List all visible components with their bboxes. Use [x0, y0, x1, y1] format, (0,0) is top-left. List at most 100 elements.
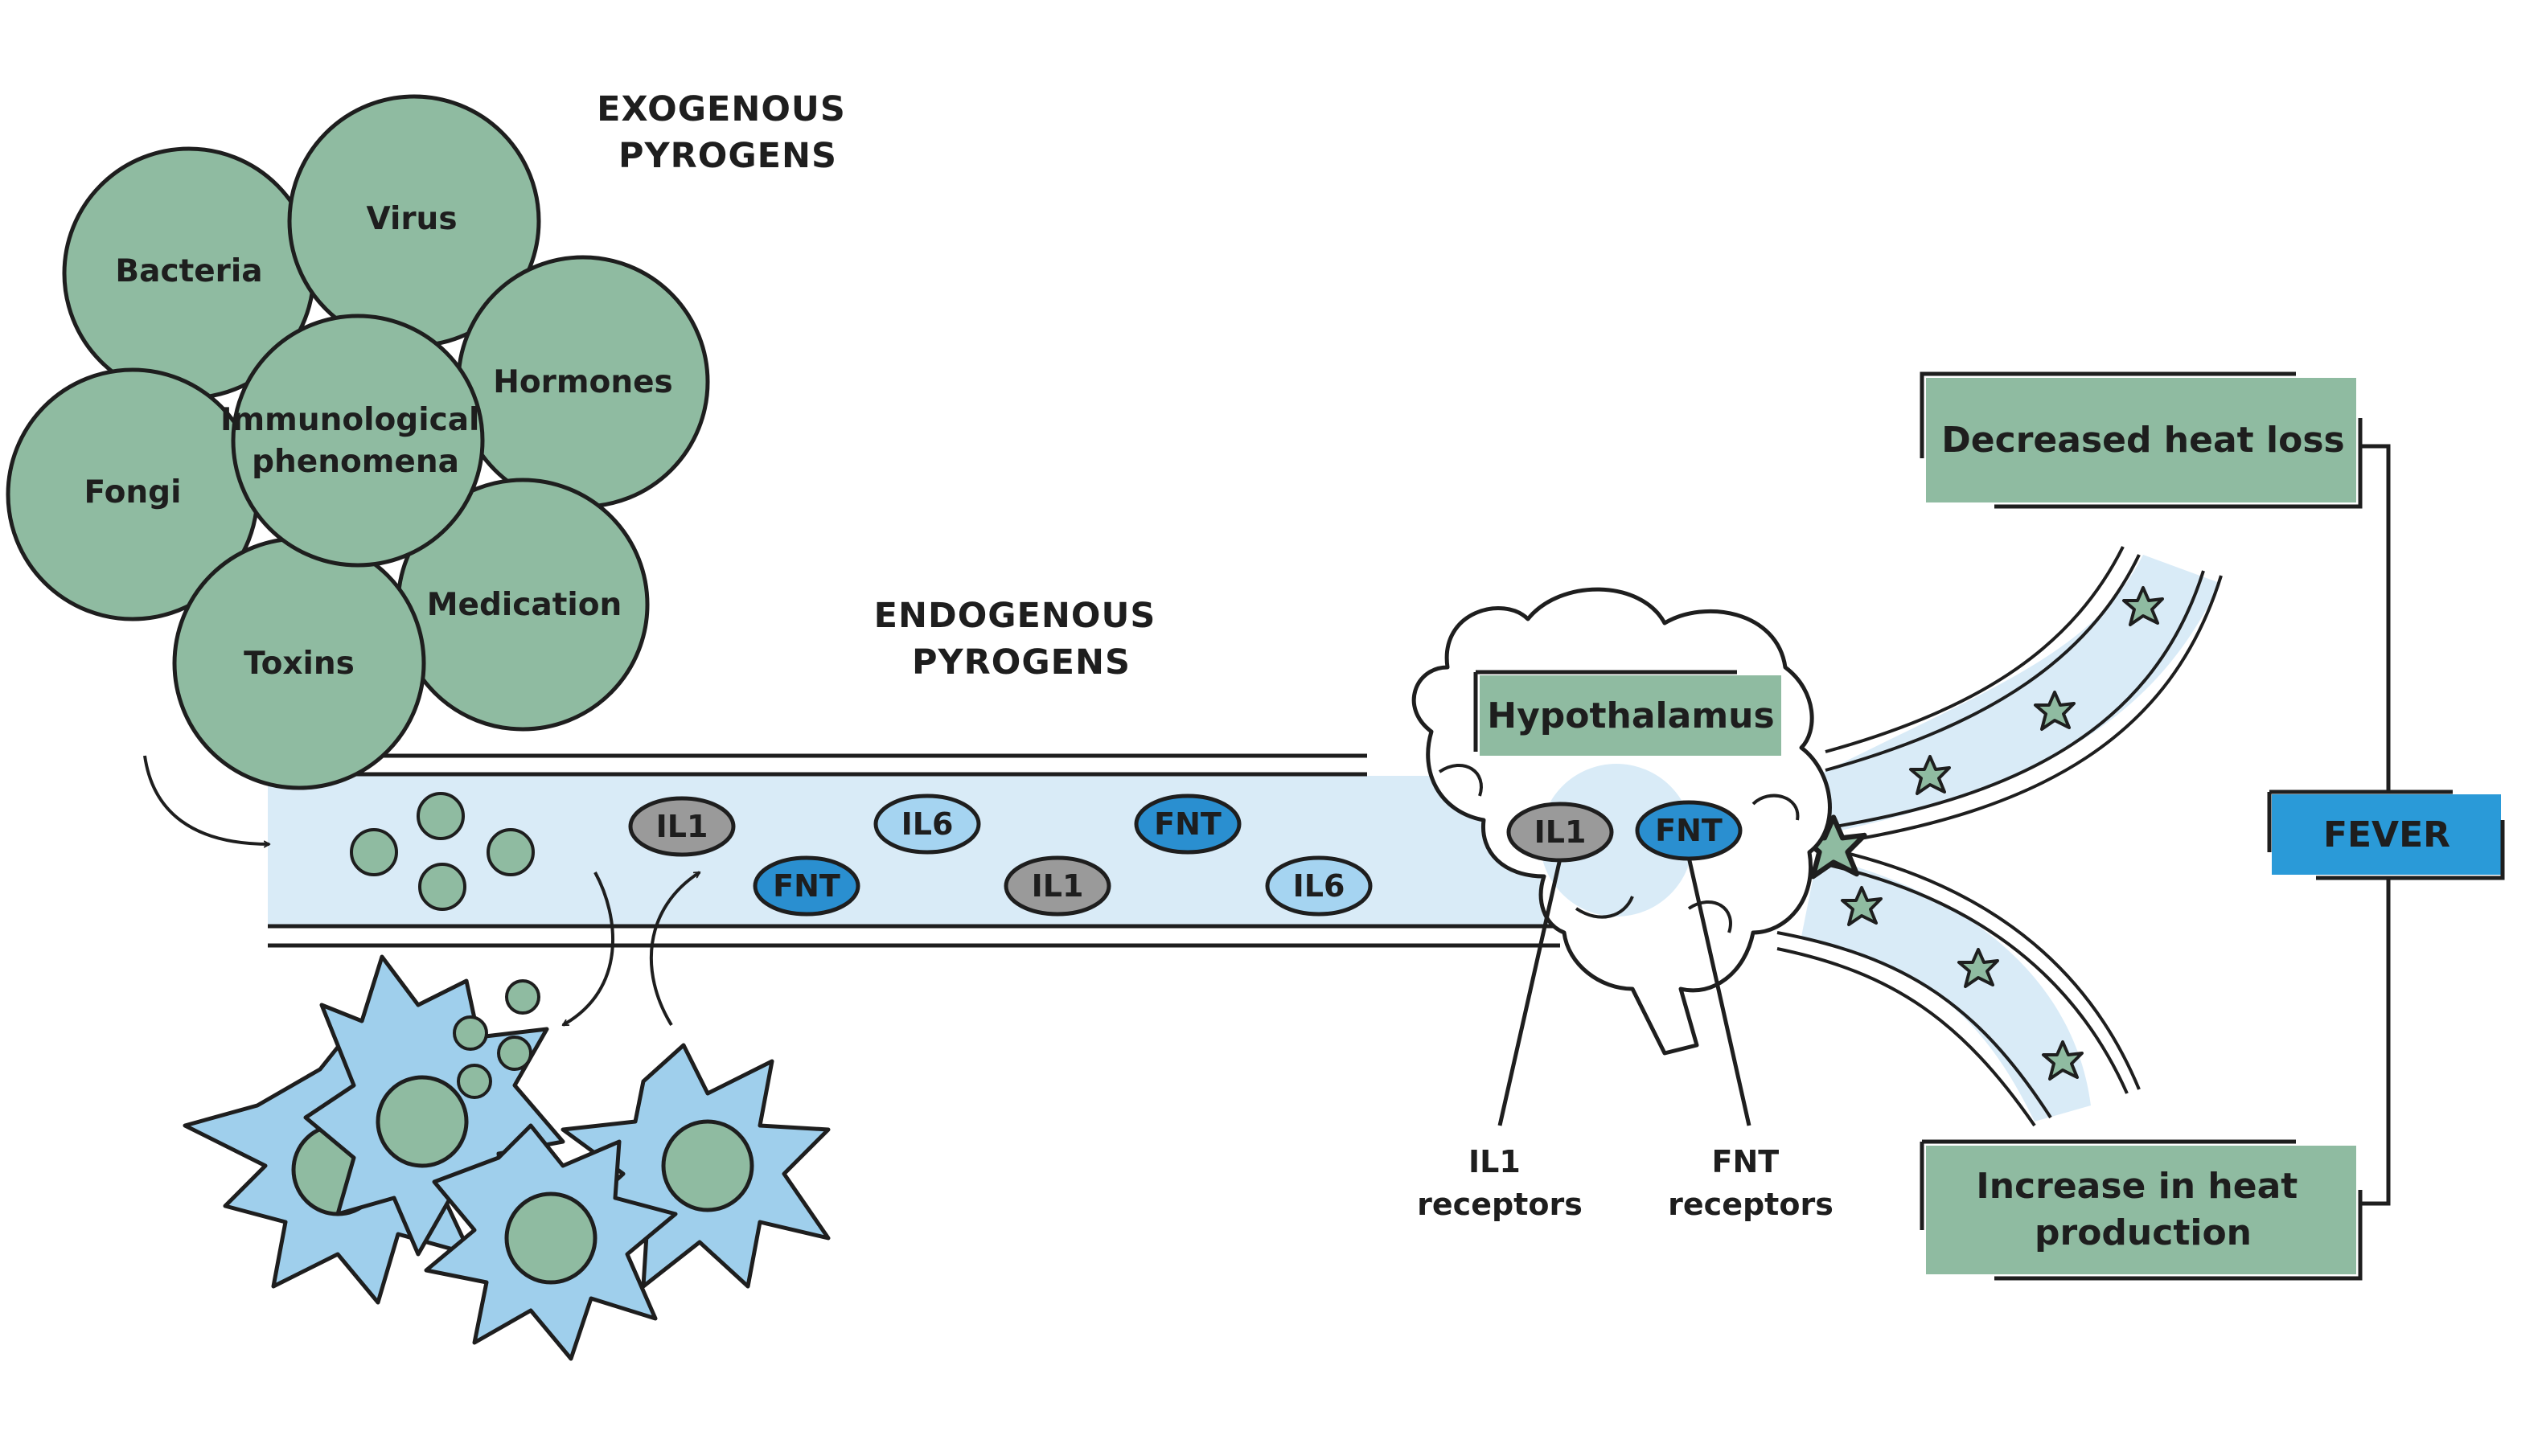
effect-box	[1926, 1146, 2356, 1274]
il1-receptors-label: IL1 receptors	[1417, 1144, 1583, 1222]
immunological-label: Immunological phenomena	[220, 402, 491, 480]
hypothalamus-label-box: Hypothalamus	[1473, 670, 1781, 756]
entry-arrow	[143, 755, 271, 848]
receptor-il1: IL1	[1506, 802, 1614, 863]
fever-connector-bottom	[2360, 878, 2391, 1206]
endogenous-pyrogens-heading: ENDOGENOUS PYROGENS	[874, 596, 1169, 683]
signal-star	[2122, 586, 2164, 626]
particle	[457, 1064, 492, 1099]
cell-nucleus	[504, 1191, 597, 1285]
effect-box-edge	[1994, 1190, 2363, 1281]
released-particles	[453, 979, 540, 1099]
upper-vessel-wall-outer	[1825, 546, 2125, 753]
cytokine-il6-b: IL6	[1265, 855, 1373, 917]
cytokine-fnt-a: FNT	[753, 855, 860, 917]
brain-fold	[1751, 794, 1800, 821]
brain-receptor-zone	[1540, 764, 1693, 917]
signal-star	[1841, 886, 1883, 926]
il1-ellipse	[628, 796, 736, 857]
cell-to-vessel-arrow-up	[650, 871, 701, 1027]
fnt-ellipse	[753, 855, 860, 917]
lower-vessel-wall-lower	[1776, 931, 2052, 1119]
label-line: Medication	[427, 587, 622, 623]
label-line: Increase in heat	[1976, 1166, 2298, 1207]
il6-label: IL6	[901, 806, 954, 842]
fever-box-edge	[2316, 820, 2505, 880]
particle	[350, 828, 398, 876]
label-line: Decreased heat loss	[1941, 420, 2344, 461]
brain-fold	[1575, 896, 1634, 919]
particle	[487, 828, 535, 876]
heading-line: PYROGENS	[618, 136, 837, 176]
signal-star	[2034, 691, 2076, 731]
cytokine-fnt-b: FNT	[1134, 794, 1242, 855]
label-line: FNT	[1712, 1144, 1780, 1179]
signal-star	[1957, 948, 1999, 988]
cell-to-vessel-arrow-down	[561, 872, 615, 1027]
heading-line: ENDOGENOUS	[874, 596, 1156, 636]
immune-cell	[424, 1123, 678, 1361]
fnt-label: FNT	[1154, 806, 1222, 842]
particle	[505, 979, 540, 1015]
toxins-label: Toxins	[244, 646, 355, 682]
il1-ellipse	[1004, 855, 1111, 917]
lower-vessel-wall-inner	[1825, 863, 2129, 1094]
effect-box	[1926, 378, 2356, 502]
decreased-heat-loss-box: Decreased heat loss	[1920, 371, 2363, 509]
il1-label: IL1	[1032, 868, 1084, 904]
fongi-label: Fongi	[84, 474, 182, 511]
fnt-ellipse	[1134, 794, 1242, 855]
brain-fold	[1438, 763, 1483, 797]
exogenous-pyrogen-cluster	[6, 94, 710, 790]
fever-label: FEVER	[2323, 814, 2450, 855]
label-line: Bacteria	[115, 253, 262, 289]
medication-label: Medication	[427, 587, 622, 623]
lower-vessel-wall-outer	[1825, 847, 2141, 1090]
signal-star	[1909, 755, 1951, 795]
label-line: Virus	[366, 201, 457, 237]
il6-ellipse	[873, 794, 981, 855]
label-line: Fongi	[84, 474, 182, 511]
increase-heat-production-box: Increase in heat production	[1920, 1139, 2363, 1281]
fnt-receptor-label: FNT	[1655, 813, 1723, 848]
label-line: production	[2035, 1212, 2252, 1253]
receptor-fnt: FNT	[1635, 800, 1743, 861]
brain-fold	[1687, 900, 1732, 933]
heading-line: PYROGENS	[912, 642, 1131, 683]
il6-ellipse	[1265, 855, 1373, 917]
cerebral-vessel-upper	[1777, 546, 2223, 846]
label-line: IL1	[1468, 1144, 1521, 1179]
hypothalamus-label: Hypothalamus	[1487, 695, 1774, 736]
particle	[497, 1036, 532, 1071]
fever-rect	[2272, 794, 2501, 875]
cell-nucleus	[376, 1075, 469, 1168]
label-line: Immunological	[220, 402, 479, 438]
cerebral-vessel-lower	[1776, 847, 2141, 1127]
cell-nucleus	[661, 1119, 754, 1212]
immune-cells	[183, 954, 831, 1361]
il1-label: IL1	[656, 809, 708, 844]
il1-receptor-pointer	[1497, 858, 1563, 1126]
pyrogen-particles	[350, 792, 535, 911]
signal-star	[2042, 1040, 2084, 1081]
cytokine-il1-a: IL1	[628, 796, 736, 857]
fnt-receptor-pointer	[1686, 856, 1751, 1126]
hypothalamus-box	[1480, 675, 1781, 756]
cytokine-il6-a: IL6	[873, 794, 981, 855]
lower-vessel-wall-lower-2	[1776, 947, 2036, 1127]
bacteria-label: Bacteria	[115, 253, 262, 289]
heading-line: EXOGENOUS	[597, 89, 846, 129]
label-line: Toxins	[244, 646, 355, 682]
upper-vessel-wall-inner	[1825, 554, 2141, 772]
immunological-circle	[231, 314, 485, 568]
upper-vessel-wall-lower	[1825, 570, 2205, 830]
fever-connector-top	[2360, 444, 2391, 792]
label-line: receptors	[1668, 1187, 1834, 1222]
lower-vessel-fill	[1801, 856, 2091, 1122]
label-line: phenomena	[252, 444, 459, 480]
decreased-heat-loss-label: Decreased heat loss	[1941, 420, 2344, 461]
particle	[417, 792, 465, 840]
il1-receptor-label: IL1	[1534, 814, 1587, 850]
virus-label: Virus	[366, 201, 457, 237]
